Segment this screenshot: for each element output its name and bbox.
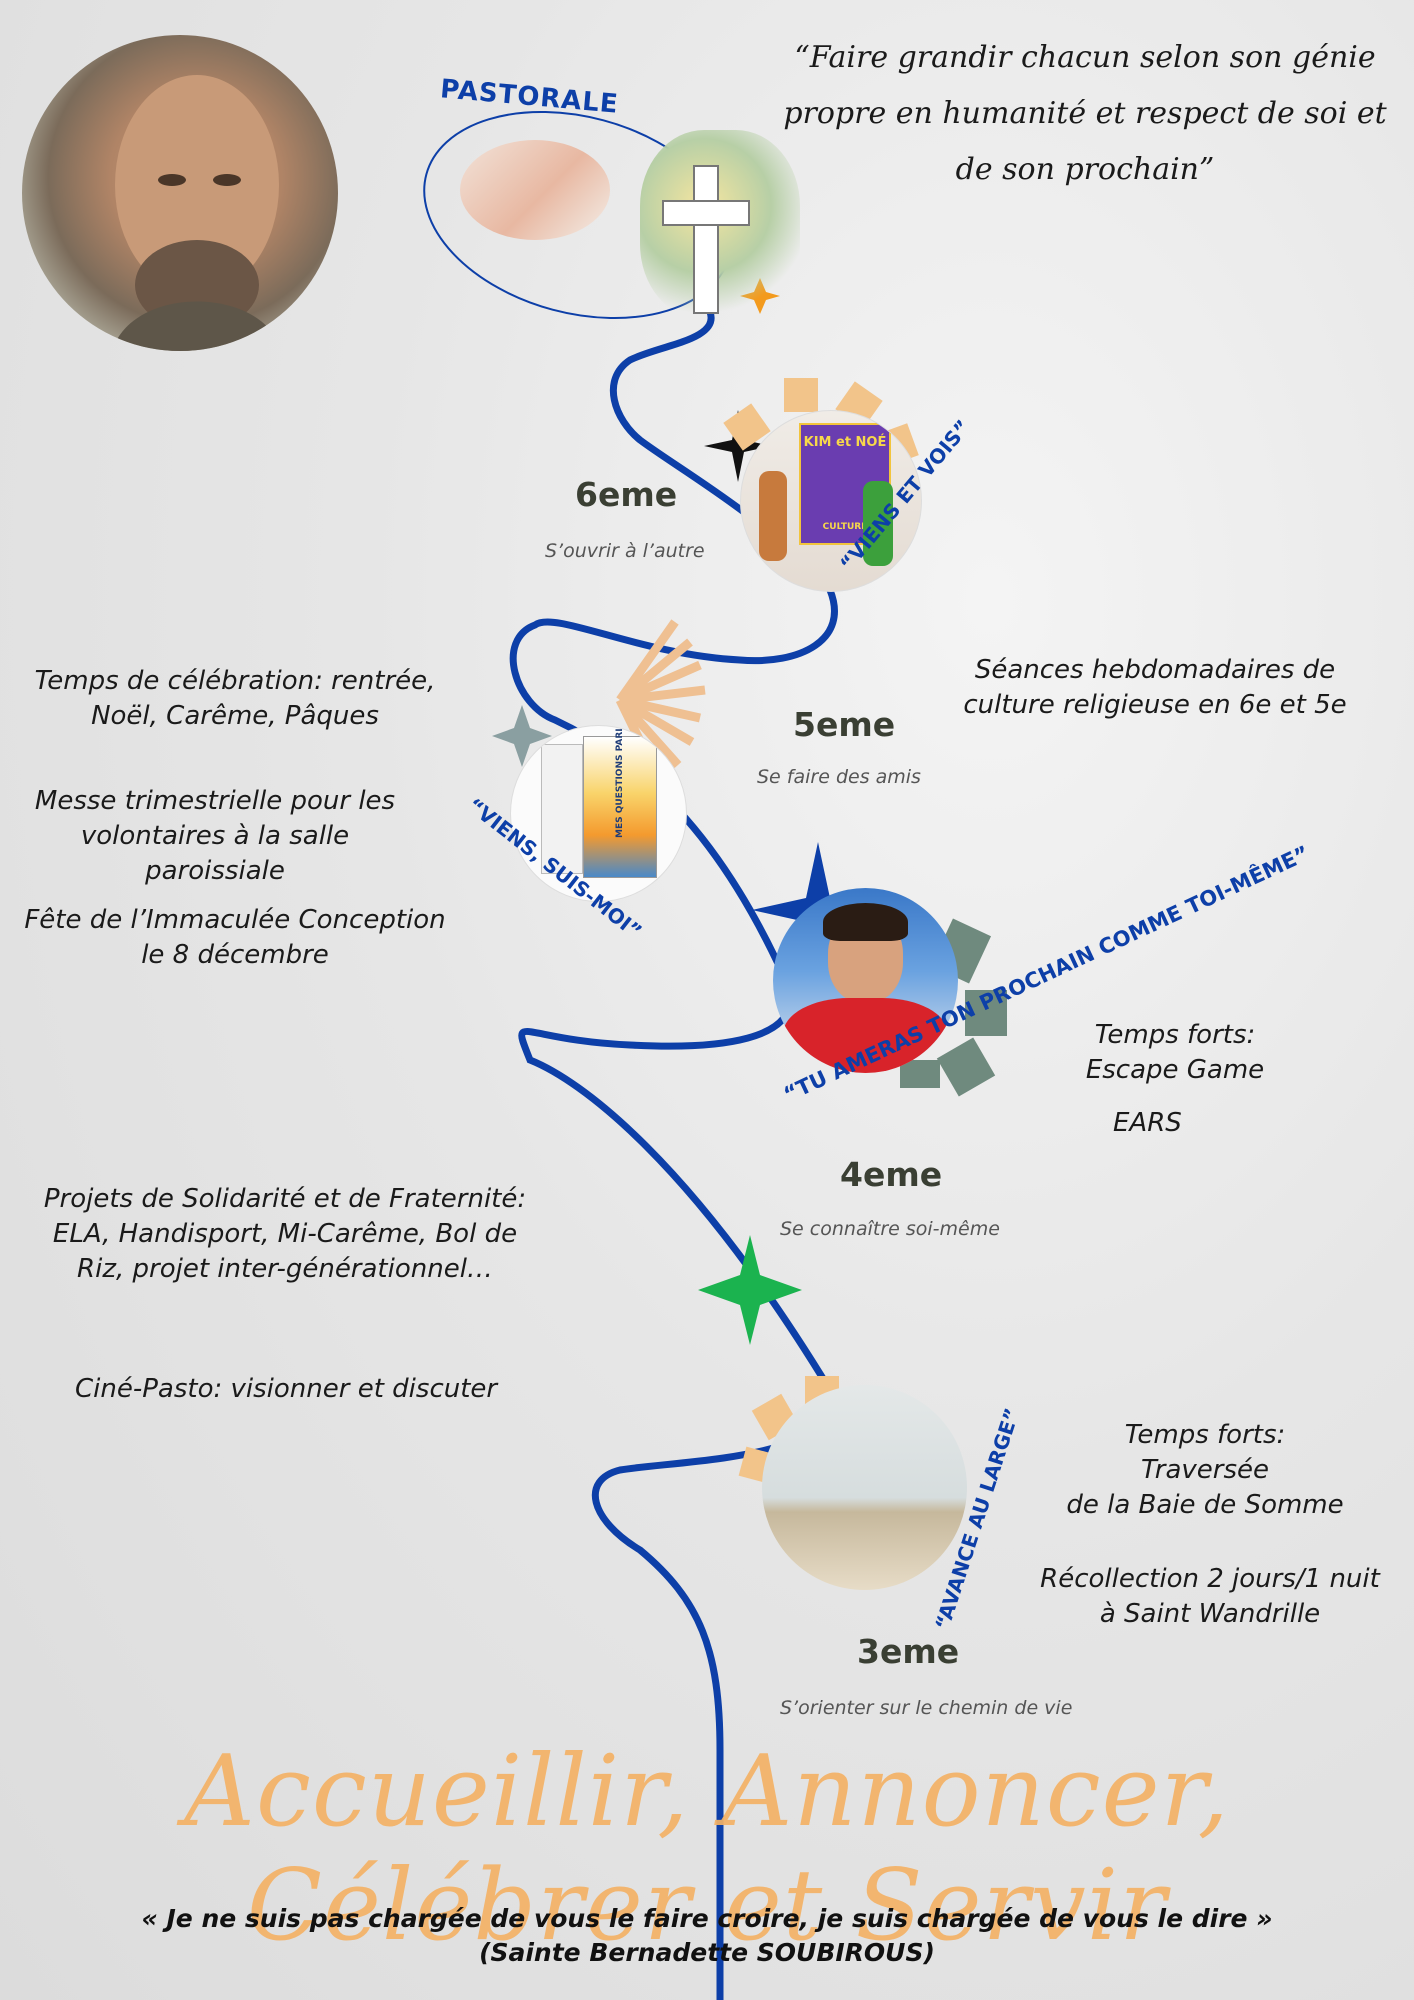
- baie-de-somme-image: [762, 1385, 967, 1590]
- footer-quote: « Je ne suis pas chargée de vous le fair…: [141, 1904, 1273, 1967]
- grade-3eme: 3eme: [857, 1632, 960, 1671]
- grey-star-icon: [492, 705, 552, 767]
- cross-icon: [662, 165, 750, 314]
- subtitle-3eme: S’orienter sur le chemin de vie: [780, 1697, 1073, 1719]
- book-5-title: MES QUESTIONS PARLONS-EN: [615, 725, 625, 838]
- grade-5eme: 5eme: [793, 705, 896, 744]
- grade-4eme: 4eme: [840, 1155, 943, 1194]
- note-fete: Fête de l’Immaculée Conception le 8 déce…: [24, 905, 446, 970]
- note-projets: Projets de Solidarité et de Fraternité: …: [43, 1184, 527, 1284]
- note-cine: Ciné-Pasto: visionner et discuter: [75, 1374, 498, 1404]
- note-temps-forts-4: Temps forts: Escape Game: [1085, 1020, 1265, 1085]
- subtitle-5eme: Se faire des amis: [757, 766, 921, 788]
- top-quote: “Faire grandir chacun selon son génie pr…: [783, 40, 1387, 187]
- note-recollection: Récollection 2 jours/1 nuit à Saint Wand…: [1040, 1564, 1380, 1629]
- black-star-icon: [704, 410, 772, 482]
- kim-noe-image: KIM et NOÉ CULTURE: [740, 410, 922, 592]
- book-6-title: KIM et NOÉ: [803, 435, 887, 450]
- footer-motto: Accueillir, Annoncer, Célébrer et Servir: [184, 1735, 1230, 1963]
- rosary-hand-image: [460, 140, 610, 240]
- note-temps-forts-3: Temps forts: Traversée de la Baie de Som…: [1066, 1420, 1344, 1520]
- note-celebration: Temps de célébration: rentrée, Noël, Car…: [34, 666, 436, 731]
- note-messe: Messe trimestrielle pour les volontaires…: [34, 786, 396, 886]
- note-ears: EARS: [1113, 1108, 1182, 1138]
- carlo-acutis-image: [773, 888, 958, 1073]
- note-seances: Séances hebdomadaires de culture religie…: [963, 655, 1347, 720]
- questions-book-image: MES QUESTIONS PARLONS-EN: [510, 725, 687, 902]
- subtitle-4eme: Se connaître soi-même: [780, 1218, 1000, 1240]
- grade-6eme: 6eme: [575, 475, 678, 514]
- founder-portrait: [22, 35, 338, 351]
- book-6-label: CULTURE: [822, 522, 868, 532]
- sunburst-5eme: [615, 619, 706, 784]
- subtitle-6eme: S’ouvrir à l’autre: [545, 540, 705, 562]
- green-star-icon: [698, 1235, 802, 1345]
